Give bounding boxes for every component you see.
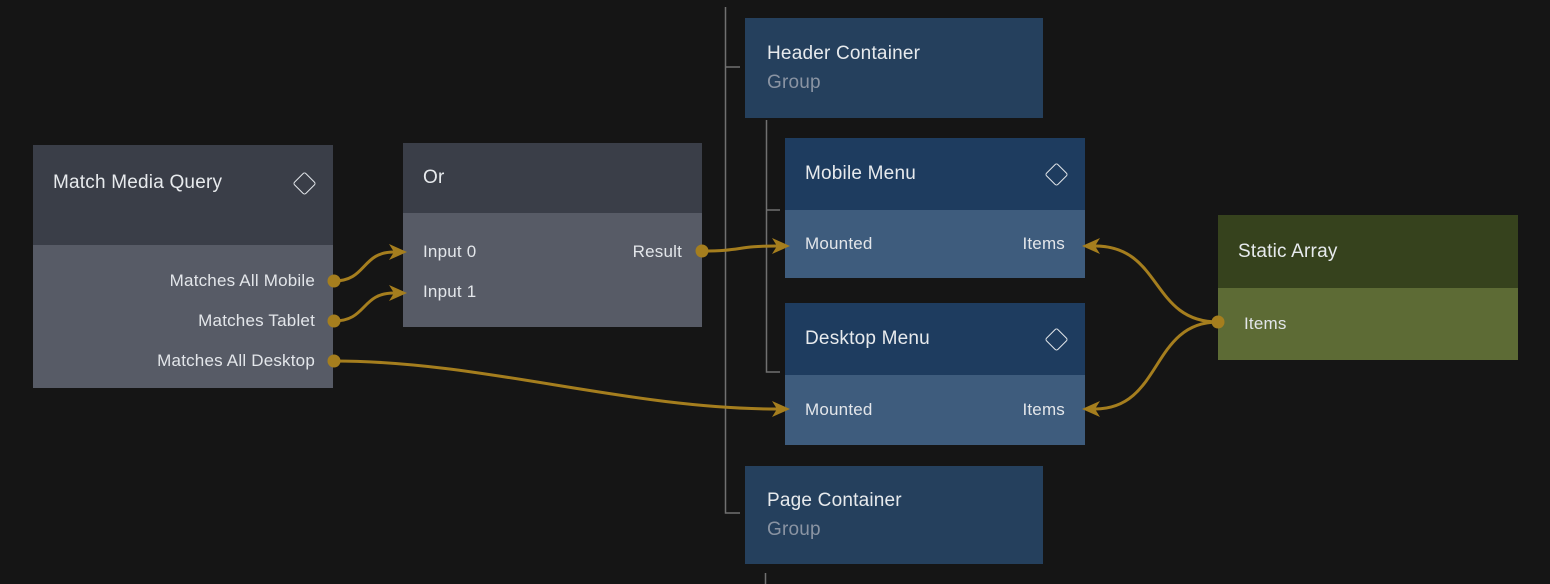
port-arrow-desktop_menu_mounted[interactable] <box>772 401 790 417</box>
output-label: Matches All Mobile <box>169 271 315 290</box>
node-header: Mobile Menu <box>785 138 1085 210</box>
node-title: Static Array <box>1238 240 1338 262</box>
node-title: Match Media Query <box>53 172 223 193</box>
diamond-icon <box>1044 161 1069 187</box>
port-arrow-desktop_menu_items[interactable] <box>1082 401 1100 417</box>
port-arrow-mobile_menu_items[interactable] <box>1082 238 1100 254</box>
node-page-container[interactable]: Page Container Group <box>745 466 1043 564</box>
wire-mmq_matches_tablet-to-or_input_1[interactable] <box>333 291 395 323</box>
port-dot-static_array_items[interactable] <box>1211 315 1225 329</box>
node-header: Desktop Menu <box>785 303 1085 375</box>
tree-line-root <box>724 7 740 514</box>
wire-static_array_items-to-mobile_menu_items[interactable] <box>1094 244 1219 324</box>
node-body: Mounted Items <box>785 210 1085 278</box>
wire-or_result-to-mobile_menu_mounted[interactable] <box>701 244 778 253</box>
node-desktop-menu[interactable]: Desktop Menu Mounted Items <box>785 303 1085 445</box>
node-body: Mounted Items <box>785 375 1085 445</box>
port-dot-mmq_matches_all_mobile[interactable] <box>327 274 341 288</box>
node-body: Input 0 Result Input 1 <box>403 213 702 327</box>
wire-mmq_matches_all_desktop-to-desktop_menu_mounted[interactable] <box>333 359 778 411</box>
wire-static_array_items-to-desktop_menu_items[interactable] <box>1094 320 1219 411</box>
port-arrow-mobile_menu_mounted[interactable] <box>772 238 790 254</box>
node-title: Or <box>423 167 445 189</box>
node-header: Or <box>403 143 702 213</box>
port-dot-mmq_matches_all_desktop[interactable] <box>327 354 341 368</box>
output-row: Matches Tablet <box>33 301 315 341</box>
output-label: Items <box>1244 314 1287 333</box>
node-static-array[interactable]: Static Array Items <box>1218 215 1518 360</box>
node-or[interactable]: Or Input 0 Result Input 1 <box>403 143 702 327</box>
port-arrow-or_input_1[interactable] <box>389 285 407 301</box>
output-label: Matches All Desktop <box>157 351 315 370</box>
wire-mmq_matches_all_mobile-to-or_input_0[interactable] <box>333 250 395 283</box>
node-title: Page Container <box>767 489 902 511</box>
node-title: Mobile Menu <box>805 163 916 185</box>
output-label: Matches Tablet <box>198 311 315 330</box>
port-dot-mmq_matches_tablet[interactable] <box>327 314 341 328</box>
port-arrow-or_input_0[interactable] <box>389 244 407 260</box>
output-row: Matches All Mobile <box>33 261 315 301</box>
diamond-icon <box>1044 326 1069 352</box>
node-body: Items <box>1218 288 1518 360</box>
node-header: Static Array <box>1218 215 1518 288</box>
input-label: Input 1 <box>423 282 477 301</box>
node-body: Matches All Mobile Matches Tablet Matche… <box>33 245 333 388</box>
io-row: Input 1 <box>423 272 682 312</box>
node-title: Header Container <box>767 42 921 64</box>
node-subtitle: Group <box>767 519 821 540</box>
node-mobile-menu[interactable]: Mobile Menu Mounted Items <box>785 138 1085 278</box>
input-label: Mounted <box>805 400 873 419</box>
io-row: Input 0 Result <box>423 232 682 272</box>
node-match-media-query[interactable]: Match Media Query Matches All Mobile Mat… <box>33 145 333 388</box>
output-row: Matches All Desktop <box>33 341 315 381</box>
output-label: Result <box>632 242 682 261</box>
node-subtitle: Group <box>767 72 821 93</box>
node-header-container[interactable]: Header Container Group <box>745 18 1043 118</box>
node-header: Match Media Query <box>33 145 333 245</box>
input-label: Items <box>1022 400 1065 419</box>
input-label: Mounted <box>805 234 873 253</box>
input-label: Input 0 <box>423 242 477 261</box>
port-dot-or_result[interactable] <box>695 244 709 258</box>
diamond-icon <box>292 171 317 196</box>
node-title: Desktop Menu <box>805 328 930 350</box>
input-label: Items <box>1022 234 1065 253</box>
